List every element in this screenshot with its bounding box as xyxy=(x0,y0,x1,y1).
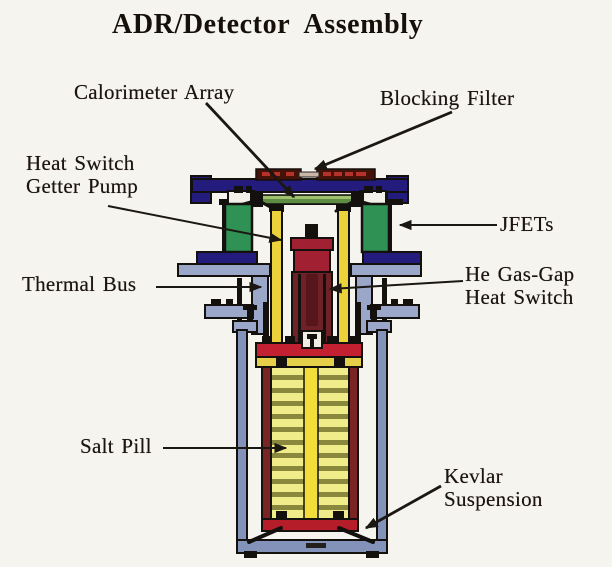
label-salt-pill: Salt Pill xyxy=(80,434,152,458)
figure-title: ADR/Detector Assembly xyxy=(112,9,424,40)
label-he-gas-gap-heat-switch: He Gas-Gap Heat Switch xyxy=(465,263,574,309)
label-heat-switch-getter-pump-line1: Heat Switch xyxy=(26,151,135,175)
label-kevlar-line2: Suspension xyxy=(444,487,543,511)
leader-getter-pump xyxy=(107,205,283,243)
thermal-bus-plates xyxy=(177,251,422,277)
leader-arrows xyxy=(107,102,497,530)
jfet-left xyxy=(223,202,254,254)
jfet-right xyxy=(360,202,391,254)
label-jfets: JFETs xyxy=(500,212,554,236)
leader-he-gas-gap xyxy=(328,280,464,294)
leader-blocking-filter xyxy=(313,110,453,171)
jfet-blocks xyxy=(222,199,392,254)
label-kevlar-suspension: Kevlar Suspension xyxy=(444,465,543,511)
label-heat-switch-getter-pump-line2: Getter Pump xyxy=(26,174,139,198)
getter-pump xyxy=(290,224,334,274)
label-heat-switch-getter-pump: Heat Switch Getter Pump xyxy=(26,152,138,198)
salt-pill xyxy=(261,366,359,532)
salt-pill-cap xyxy=(255,302,363,368)
label-calorimeter-array: Calorimeter Array xyxy=(74,80,235,104)
vacuum-can xyxy=(232,305,392,558)
label-he-gas-gap-line2: Heat Switch xyxy=(465,285,574,309)
label-thermal-bus: Thermal Bus xyxy=(22,272,137,296)
kevlar-suspension-lines xyxy=(247,526,375,544)
label-blocking-filter: Blocking Filter xyxy=(380,86,515,110)
label-kevlar-line1: Kevlar xyxy=(444,464,503,488)
blocking-filter-strip xyxy=(298,171,320,178)
leader-kevlar xyxy=(364,484,442,530)
leader-calorimeter-array xyxy=(204,102,296,198)
label-he-gas-gap-line1: He Gas-Gap xyxy=(465,262,575,286)
